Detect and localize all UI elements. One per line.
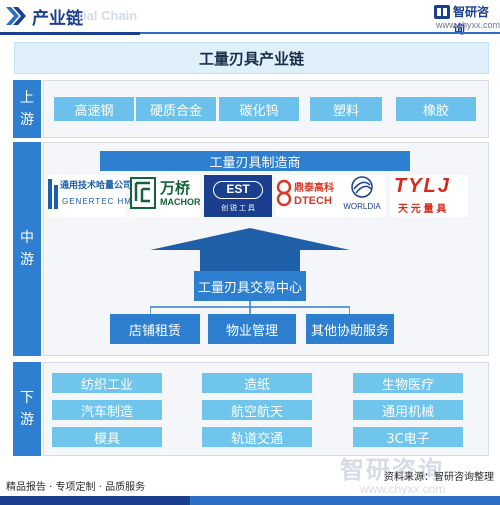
service-item: 物业管理 <box>208 314 296 344</box>
worldia-globe-icon <box>351 176 373 198</box>
logo-machor: 万桥 MACHOR <box>130 175 201 217</box>
downstream-panel: 纺织工业 造纸 生物医疗 汽车制造 航空航天 通用机械 模具 轨道交通 3C电子 <box>43 362 489 456</box>
downstream-item: 通用机械 <box>353 400 463 420</box>
upstream-item: 橡胶 <box>396 97 476 121</box>
machor-glyph-icon <box>134 181 150 203</box>
logo-text-cn: 通用技术哈量公司 <box>60 180 133 190</box>
footer-watermark-url: www.chyxx.com <box>360 482 446 496</box>
brand-url: www.chyxx.com <box>436 20 500 30</box>
downstream-item: 航空航天 <box>202 400 312 420</box>
brand-logo-icon <box>434 5 450 19</box>
up-arrow-icon <box>150 228 350 271</box>
header-watermark: rial Chain <box>78 8 138 23</box>
upstream-item: 塑料 <box>310 97 382 121</box>
page-title: 产业链 <box>32 9 83 29</box>
logo-text-cn: 天 元 量 具 <box>398 204 447 215</box>
header-divider-accent <box>0 32 140 35</box>
downstream-item: 生物医疗 <box>353 373 463 393</box>
downstream-label-char-2: 游 <box>20 412 34 428</box>
manufacturer-title: 工量刃具制造商 <box>100 151 410 171</box>
downstream-item: 纺织工业 <box>52 373 162 393</box>
upstream-item: 硬质合金 <box>136 97 216 121</box>
upstream-label-char-2: 游 <box>20 112 34 128</box>
midstream-label: 中 游 <box>13 142 41 356</box>
header: 产业链 rial Chain 智研咨询 www.chyxx.com <box>0 0 500 36</box>
upstream-item: 碳化钨 <box>219 97 299 121</box>
logo-text-mark: EST <box>226 182 250 196</box>
logo-worldia: WORLDIA <box>338 175 386 217</box>
machor-emblem-icon <box>130 177 156 209</box>
genertec-emblem-icon <box>48 179 58 209</box>
upstream-panel: 高速钢 硬质合金 碳化钨 塑料 橡胶 <box>43 80 489 138</box>
footer-watermark-brand: 智研咨询 <box>340 456 444 484</box>
downstream-item: 汽车制造 <box>52 400 162 420</box>
downstream-item: 造纸 <box>202 373 312 393</box>
diagram-title: 工量刃具产业链 <box>14 42 489 74</box>
upstream-label-char-1: 上 <box>20 90 34 106</box>
downstream-label-char-1: 下 <box>20 390 34 406</box>
midstream-label-char-2: 游 <box>20 252 34 268</box>
tree-connector <box>150 301 350 315</box>
downstream-item: 3C电子 <box>353 427 463 447</box>
upstream-label: 上 游 <box>13 80 41 138</box>
footer-bar-accent <box>0 496 190 505</box>
est-oval-icon <box>213 181 263 199</box>
footer-bar <box>0 496 500 505</box>
dtech-emblem-icon <box>276 179 292 207</box>
logo-genertec-hmct: 通用技术哈量公司 GENERTEC HMCT <box>48 175 144 217</box>
logo-tylj: TYLJ 天 元 量 具 <box>390 175 468 217</box>
double-chevron-icon <box>6 7 26 25</box>
logo-text-en: GENERTEC HMCT <box>62 197 145 206</box>
logo-text-en: DTECH <box>294 195 332 207</box>
exchange-center: 工量刃具交易中心 <box>194 271 306 301</box>
source-note: 资料来源：智研咨询整理 <box>384 472 494 483</box>
upstream-item: 高速钢 <box>54 97 134 121</box>
header-divider <box>0 32 500 34</box>
logo-text-en: MACHOR <box>160 197 201 207</box>
footer-tagline: 精品报告 · 专项定制 · 品质服务 <box>6 482 146 493</box>
service-item: 店铺租赁 <box>110 314 200 344</box>
downstream-item: 轨道交通 <box>202 427 312 447</box>
downstream-label: 下 游 <box>13 362 41 456</box>
logo-text-cn: 鼎泰高科 <box>294 183 334 194</box>
logo-text-en: TYLJ <box>394 175 451 197</box>
logo-text-en: WORLDIA <box>343 202 381 211</box>
logo-text-cn: 万桥 <box>160 180 191 197</box>
service-item: 其他协助服务 <box>306 314 394 344</box>
logo-est: EST 创 锐 工 具 <box>204 175 272 217</box>
downstream-item: 模具 <box>52 427 162 447</box>
logo-dtech: 鼎泰高科 DTECH <box>276 175 338 217</box>
logo-text-sub: 创 锐 工 具 <box>221 205 255 212</box>
midstream-label-char-1: 中 <box>20 230 34 246</box>
